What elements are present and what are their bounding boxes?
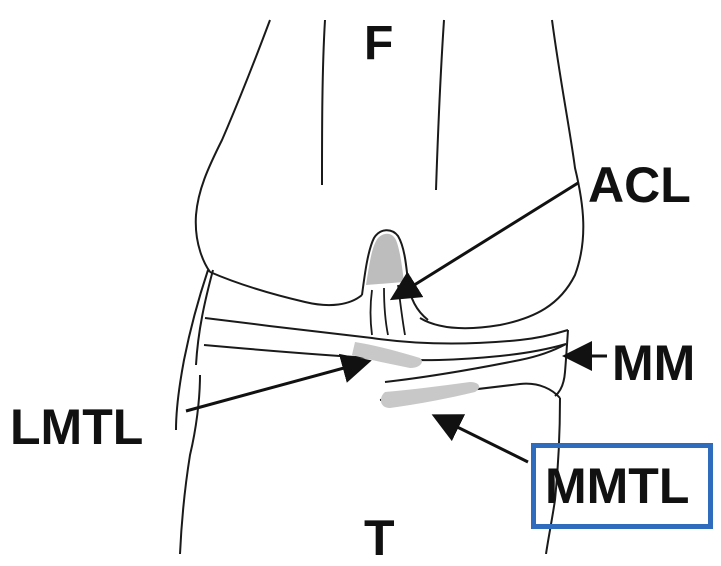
acl-label: ACL [588,160,691,210]
lmtl-arrow [186,362,366,411]
femur-outline [176,20,583,430]
acl-arrow [395,183,578,297]
mmtl-arrow [437,417,528,462]
intercondylar-notch [362,230,428,320]
femur-label: F [364,20,393,68]
lmtl-label: LMTL [10,402,143,452]
mmtl-label: MMTL [545,461,689,511]
transverse-ligament-shading [352,342,479,408]
mm-label: MM [612,338,695,388]
tibia-label: T [364,513,395,563]
